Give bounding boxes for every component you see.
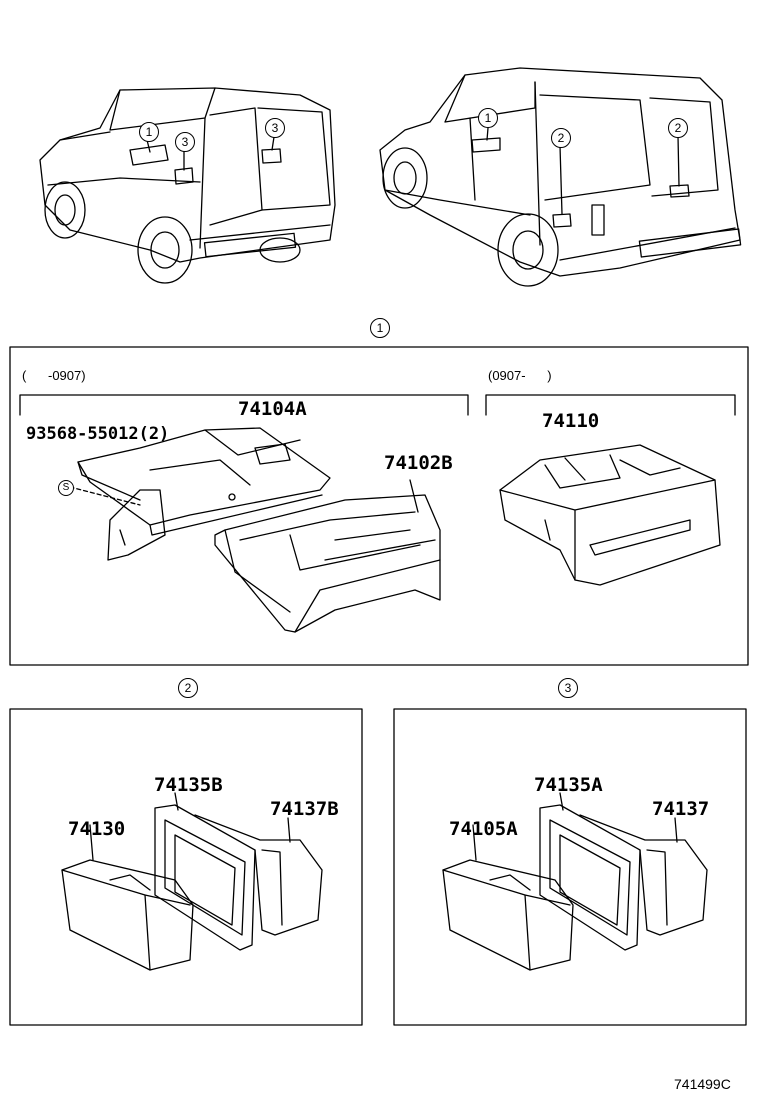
part-74104A: 74104A [238, 398, 307, 420]
box-74102B-drawing [214, 479, 441, 633]
section1-frame [9, 346, 749, 666]
part-93568-55012: 93568-55012(2) [26, 424, 170, 444]
callout-1-short: 1 [139, 122, 159, 142]
range-label-right: (0907- ) [488, 368, 552, 383]
part-s-symbol: S [58, 480, 74, 496]
part-74135A: 74135A [534, 774, 603, 796]
range-label-left: ( -0907) [22, 368, 86, 383]
bracket-74104A-drawing [69, 427, 331, 561]
callout-2-long-rear: 2 [668, 118, 688, 138]
callout-2-long: 2 [551, 128, 571, 148]
callout-1-long: 1 [478, 108, 498, 128]
section1-marker: 1 [370, 318, 390, 338]
part-74137B: 74137B [270, 798, 339, 820]
part-74130: 74130 [68, 818, 126, 840]
unit-74110-drawing [499, 444, 721, 586]
part-74137: 74137 [652, 798, 710, 820]
short-suv-illustration [39, 87, 336, 284]
diagram-code: 741499C [674, 1076, 731, 1092]
part-74102B: 74102B [384, 452, 453, 474]
section3-parts-drawing [442, 792, 708, 971]
section2-frame [9, 708, 363, 1026]
section2-marker: 2 [178, 678, 198, 698]
part-74105A: 74105A [449, 818, 518, 840]
callout-3-short: 3 [175, 132, 195, 152]
part-74110: 74110 [542, 410, 600, 432]
section3-marker: 3 [558, 678, 578, 698]
callout-3-short-rear: 3 [265, 118, 285, 138]
section3-frame [393, 708, 747, 1026]
part-74135B: 74135B [154, 774, 223, 796]
long-suv-illustration [379, 67, 742, 287]
section2-parts-drawing [61, 792, 323, 971]
